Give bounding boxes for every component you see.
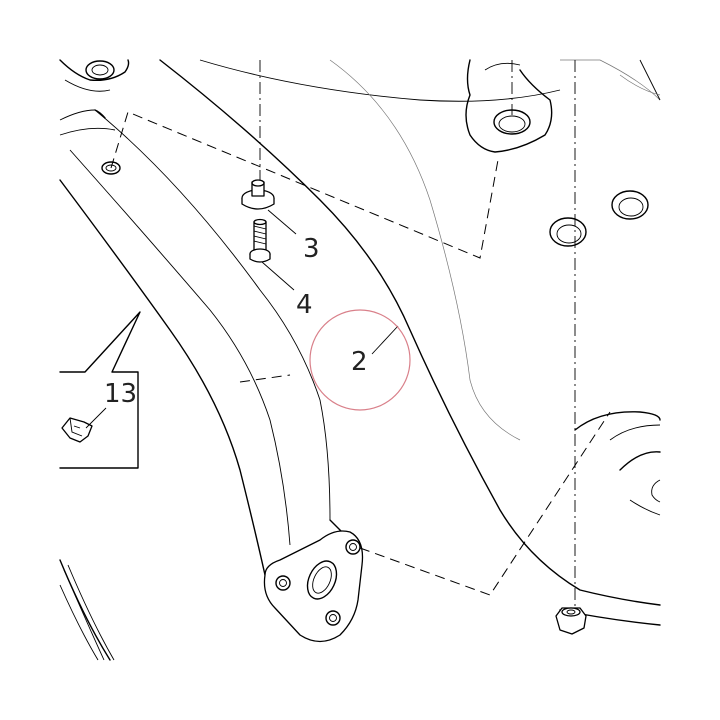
nut [555, 607, 587, 635]
highlight-circle [309, 309, 411, 411]
callout-2: 2 [351, 347, 368, 377]
clip-part-13 [61, 417, 93, 443]
leader-lines [85, 209, 399, 429]
washer-part-3 [241, 179, 275, 210]
hatched-edge [59, 559, 115, 661]
crossmember-2 [59, 59, 661, 606]
callout-3: 3 [303, 234, 320, 264]
callout-4: 4 [296, 290, 313, 320]
body-panel [199, 59, 661, 441]
lower-mount-flange [263, 530, 364, 643]
bolt-part-4 [249, 218, 271, 263]
callout-13: 13 [104, 379, 137, 409]
upper-mount-bracket [465, 59, 553, 153]
assembly-lines [110, 60, 611, 608]
inset-box [59, 311, 141, 469]
panel-holes [549, 190, 649, 247]
